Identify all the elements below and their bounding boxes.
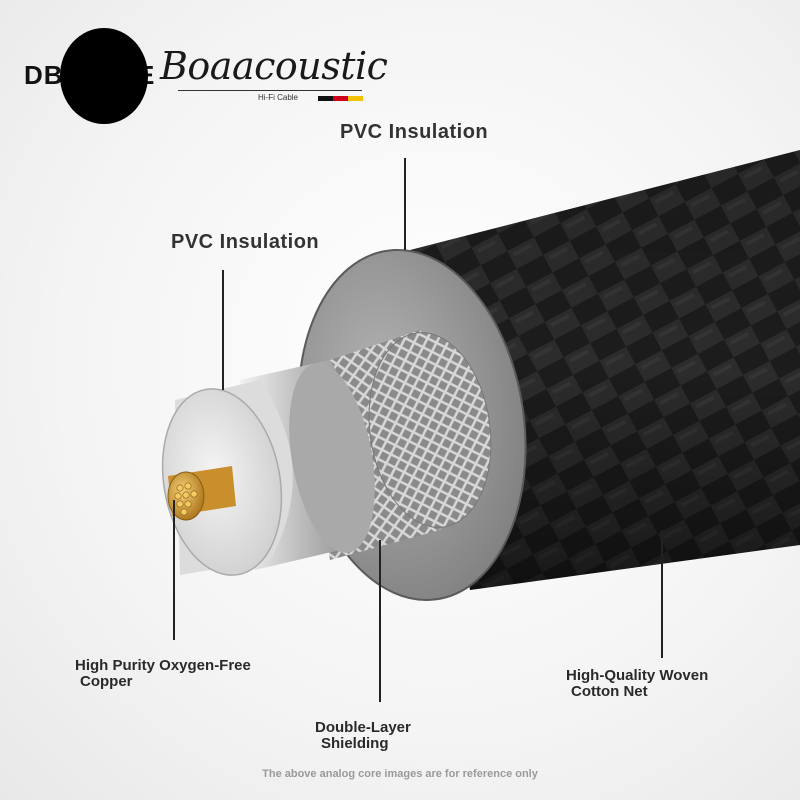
woven-label-line1: High-Quality Woven [566,667,709,684]
woven-label-line2: Cotton Net [571,683,648,700]
brand-subtitle: Hi-Fi Cable [258,93,299,102]
shield-leader [379,540,381,702]
shield-label-line2: Shielding [321,735,389,752]
outer-insulation-label: PVC Insulation [340,121,489,143]
copper-label-line1: High Purity Oxygen-Free [75,657,251,674]
inner-insulation-leader [222,270,224,390]
logo-blot [60,28,148,124]
woven-leader [661,530,663,658]
disclaimer-text: The above analog core images are for ref… [262,768,538,780]
copper-label-line2: Copper [80,673,133,690]
outer-insulation-leader [404,158,406,250]
flag-stripe-black [318,96,333,101]
copper-label: High Purity Oxygen-Free Copper [75,658,251,690]
inner-insulation-label: PVC Insulation [171,231,320,253]
copper-leader [173,500,175,640]
shield-label: Double-Layer Shielding [315,720,411,752]
flag-stripe-red [333,96,348,101]
brand-underline [178,90,362,91]
copper-conductor [167,466,236,521]
shield-label-line1: Double-Layer [315,719,411,736]
flag-stripe-gold [348,96,363,101]
brand-name: Boaacoustic [160,44,388,88]
woven-label: High-Quality Woven Cotton Net [566,668,708,700]
